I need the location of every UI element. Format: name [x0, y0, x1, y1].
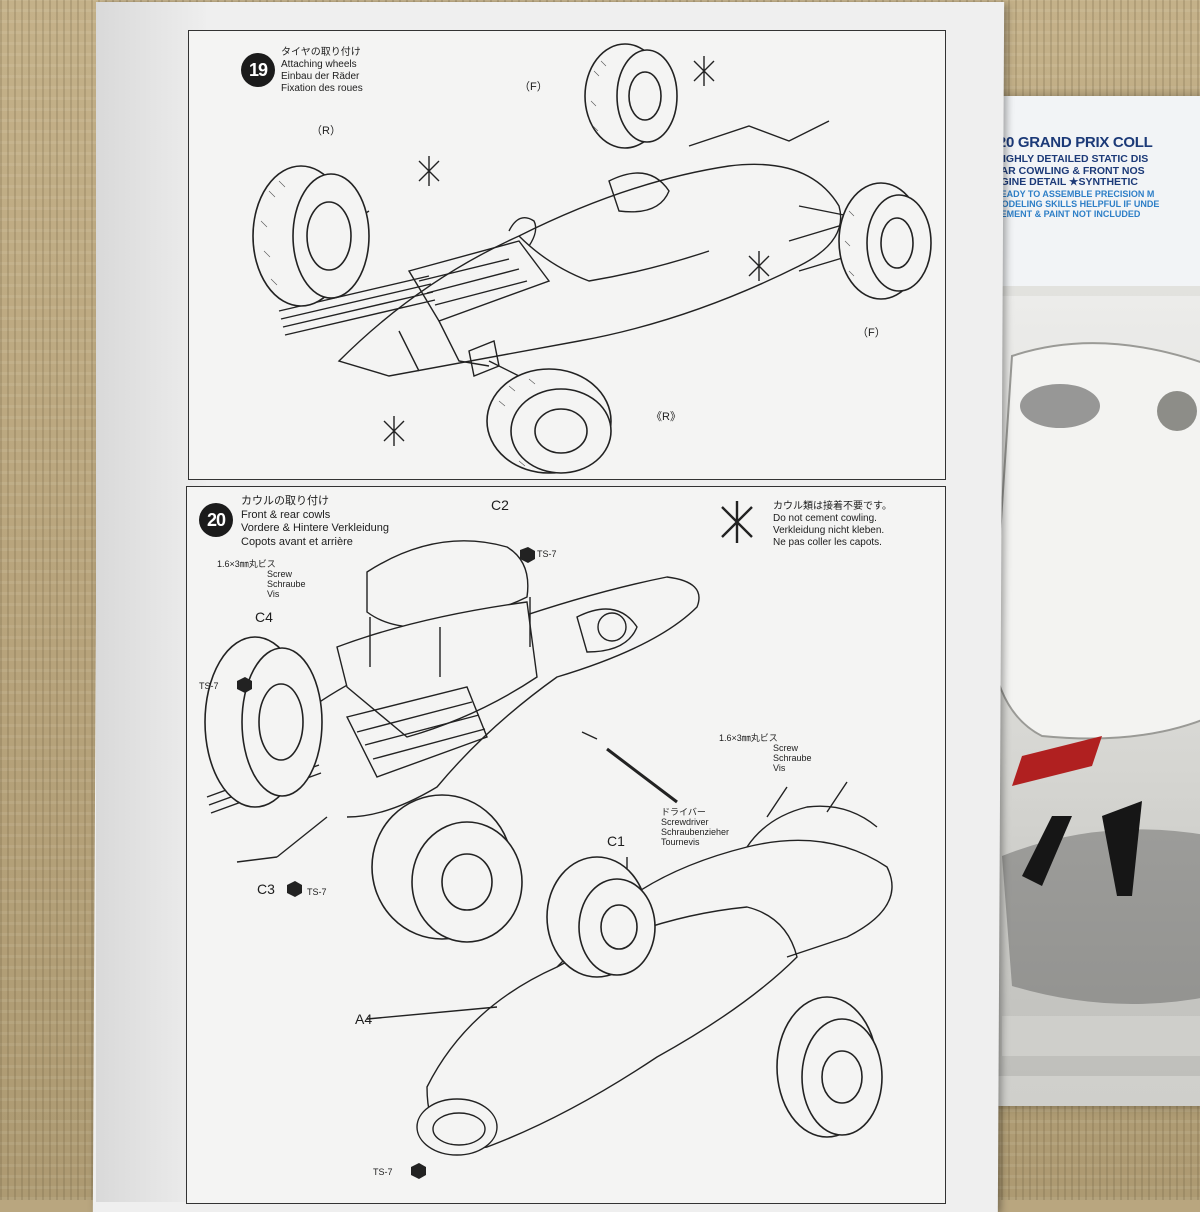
screw-callout-right: 1.6×3㎜丸ビス Screw Schraube Vis: [719, 733, 812, 773]
cement-warning: カウル類は接着不要です。 Do not cement cowling. Verk…: [773, 501, 892, 548]
feature-list: ★HIGHLY DETAILED STATIC DIS REAR COWLING…: [986, 154, 1200, 219]
feature-line: ★HIGHLY DETAILED STATIC DIS: [986, 154, 1149, 165]
part-label-c1: C1: [607, 833, 625, 849]
ts-label-c2: TS-7: [537, 549, 557, 559]
part-label-a4: A4: [355, 1011, 373, 1027]
kit-box: 1/20 GRAND PRIX COLL ★HIGHLY DETAILED ST…: [972, 96, 1200, 1106]
series-title: 1/20 GRAND PRIX COLL: [986, 134, 1153, 151]
note-line: ★READY TO ASSEMBLE PRECISION M: [986, 188, 1155, 199]
kit-box-header: 1/20 GRAND PRIX COLL ★HIGHLY DETAILED ST…: [972, 96, 1200, 286]
note-line: ★CEMENT & PAINT NOT INCLUDED: [986, 208, 1141, 219]
step-title: タイヤの取り付け Attaching wheels Einbau der Räd…: [281, 47, 363, 94]
ts-label-c3: TS-7: [307, 887, 327, 897]
label-rear-top: （R）: [311, 125, 341, 137]
screwdriver-callout: ドライバー Screwdriver Schraubenzieher Tourne…: [661, 807, 730, 847]
box-car-illustration: [990, 342, 1200, 1056]
part-label-c2: C2: [491, 497, 509, 513]
part-label-c3: C3: [257, 881, 275, 897]
step-number-badge: 20: [199, 503, 233, 537]
box-car-photo: [982, 296, 1200, 1076]
step-19-panel: 19 タイヤの取り付け Attaching wheels Einbau der …: [188, 30, 946, 480]
part-label-c4: C4: [255, 609, 273, 625]
feature-line: ENGINE DETAIL ★SYNTHETIC: [986, 177, 1138, 188]
step-20-diagram: [204, 501, 893, 1179]
step-20-panel: 20 カウルの取り付け Front & rear cowls Vordere &…: [186, 486, 946, 1204]
step-19-diagram: [252, 43, 932, 474]
step-title: カウルの取り付け Front & rear cowls Vordere & Hi…: [241, 495, 389, 548]
step-number-badge: 19: [241, 53, 275, 87]
ts-label-a4: TS-7: [373, 1167, 393, 1177]
screw-callout-top: 1.6×3㎜丸ビス Screw Schraube Vis: [217, 559, 306, 599]
feature-line: REAR COWLING & FRONT NOS: [986, 165, 1145, 177]
note-line: ★MODELING SKILLS HELPFUL IF UNDE: [986, 198, 1160, 209]
ts-label-c4: TS-7: [199, 681, 219, 691]
label-rear-bottom: 《R》: [651, 411, 681, 423]
label-front-bottom: （F）: [857, 327, 886, 339]
label-front-top: （F）: [519, 81, 548, 93]
